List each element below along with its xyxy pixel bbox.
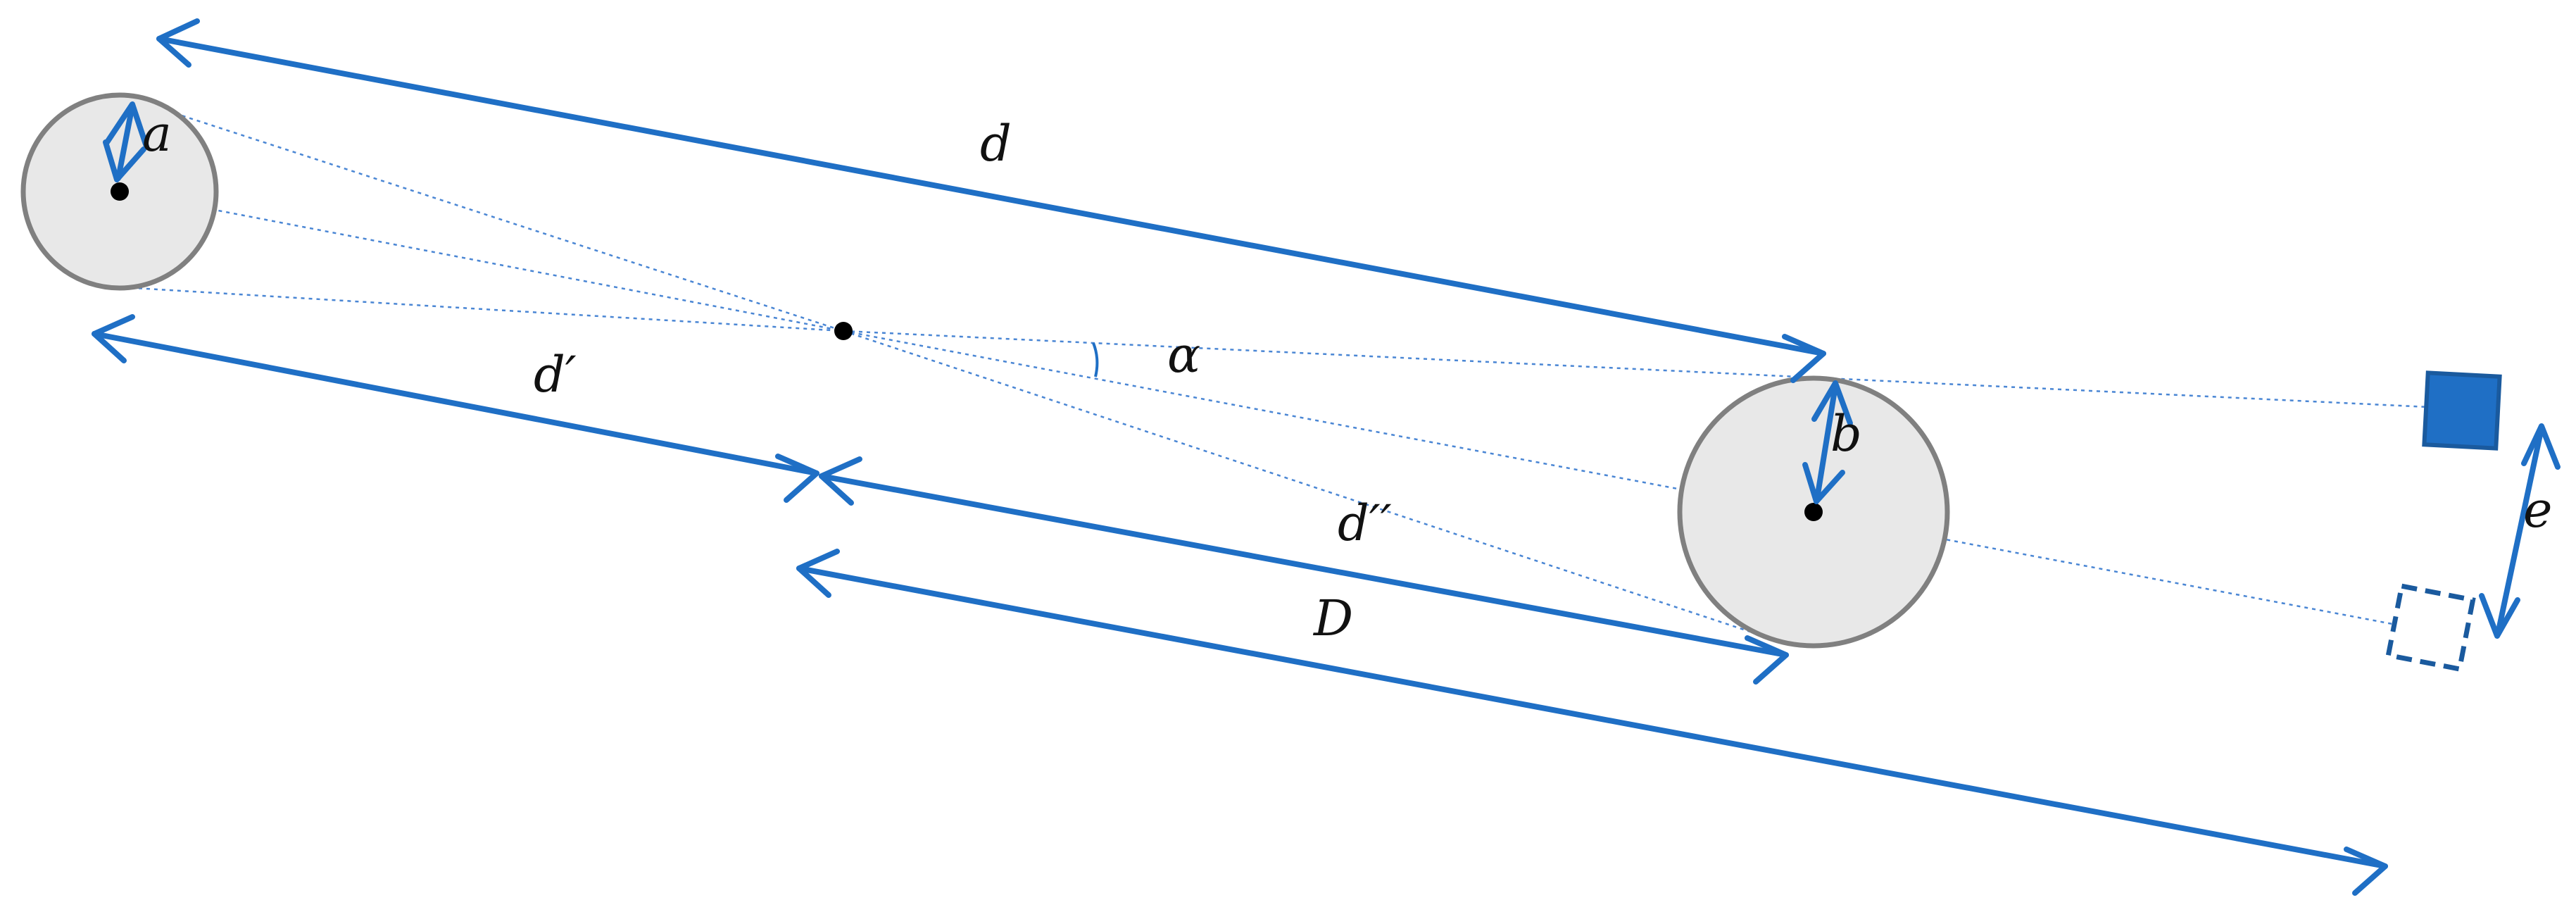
right-body-center-point <box>1804 503 1823 521</box>
radius-b-arrow <box>1802 380 1853 504</box>
label-e: e <box>2523 481 2552 539</box>
guide-line-to-solid-square <box>843 330 2430 408</box>
solid-square-marker <box>2422 370 2502 451</box>
guide-line-to-dashed-square <box>843 330 2415 630</box>
radius-a-arrow <box>103 101 149 182</box>
alpha-angle-arc <box>1092 342 1099 377</box>
distance-D-arrow <box>796 549 2388 896</box>
label-a: a <box>142 105 172 163</box>
distance-d-double-prime-arrow <box>819 456 1789 685</box>
distance-d-arrow <box>156 18 1826 383</box>
label-d: d <box>980 115 1012 173</box>
guide-line-top-left-tangent <box>122 95 844 332</box>
guide-line-left-center <box>119 190 844 332</box>
guide-line-to-right-bottom-tangent <box>843 330 1768 639</box>
label-D: D <box>1312 589 1353 647</box>
displacement-e-arrow <box>2479 423 2561 639</box>
pivot-point <box>834 322 853 340</box>
left-body-center-point <box>111 182 129 201</box>
label-d-double-prime: d′′ <box>1338 494 1392 552</box>
guide-line-bottom-left-tangent <box>122 286 844 332</box>
dashed-square-marker <box>2385 583 2476 673</box>
label-alpha: α <box>1167 326 1200 384</box>
label-d-prime: d′ <box>534 346 577 404</box>
distance-d-prime-arrow <box>92 314 819 503</box>
guide-lines <box>119 95 2430 639</box>
label-b: b <box>1830 405 1862 463</box>
